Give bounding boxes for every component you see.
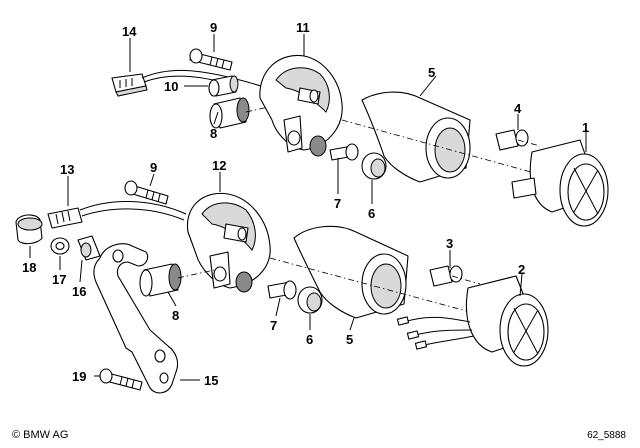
callout-6-upper: 6 — [368, 206, 375, 221]
callout-4: 4 — [514, 101, 522, 116]
rubber-mount-8-lower — [139, 263, 215, 297]
callout-9-upper: 9 — [210, 20, 217, 35]
washer-17 — [50, 237, 70, 255]
connector-14 — [111, 70, 273, 97]
callout-3: 3 — [446, 236, 453, 251]
housing-bracket-11 — [259, 54, 343, 157]
callout-19: 19 — [72, 369, 86, 384]
cap-6-upper — [361, 152, 387, 180]
bulb-3 — [429, 265, 481, 287]
bolt-9-upper — [189, 48, 233, 71]
callout-8-lower: 8 — [172, 308, 179, 323]
connector-13 — [47, 200, 187, 229]
callout-17: 17 — [52, 272, 66, 287]
rubber-mount-8-upper — [209, 97, 283, 129]
callout-13: 13 — [60, 162, 74, 177]
callout-9-lower: 9 — [150, 160, 157, 175]
spacer-16 — [77, 235, 101, 261]
callout-16: 16 — [72, 284, 86, 299]
callout-18: 18 — [22, 260, 36, 275]
callout-6-lower: 6 — [306, 332, 313, 347]
callout-2: 2 — [518, 262, 525, 277]
diagram-code: 62_5888 — [587, 430, 626, 441]
grommet-18 — [15, 214, 43, 245]
leader-lines — [29, 34, 587, 381]
callout-10: 10 — [164, 79, 178, 94]
screw-7-upper — [329, 143, 359, 161]
callout-5-upper: 5 — [428, 65, 435, 80]
shell-5-upper — [341, 91, 561, 183]
gauge-1 — [511, 139, 609, 227]
callout-15: 15 — [204, 373, 218, 388]
housing-bracket-12 — [186, 192, 271, 293]
callout-14: 14 — [122, 24, 137, 39]
gauge-2 — [396, 275, 549, 367]
callout-5-lower: 5 — [346, 332, 353, 347]
bolt-9-lower — [124, 180, 169, 205]
callout-12: 12 — [212, 158, 226, 173]
callout-8-upper: 8 — [210, 126, 217, 141]
screw-7-lower — [267, 280, 297, 300]
callout-11: 11 — [296, 20, 310, 35]
callout-7-upper: 7 — [334, 196, 341, 211]
cap-6-lower — [297, 286, 323, 314]
callout-1: 1 — [582, 120, 589, 135]
sleeve-10 — [208, 75, 239, 97]
shell-5-lower — [269, 225, 501, 321]
bolt-19 — [99, 368, 143, 391]
callout-7-lower: 7 — [270, 318, 277, 333]
bulb-4 — [495, 129, 541, 151]
brand-copyright: © BMW AG — [12, 429, 69, 441]
support-bracket-15 — [93, 243, 179, 394]
